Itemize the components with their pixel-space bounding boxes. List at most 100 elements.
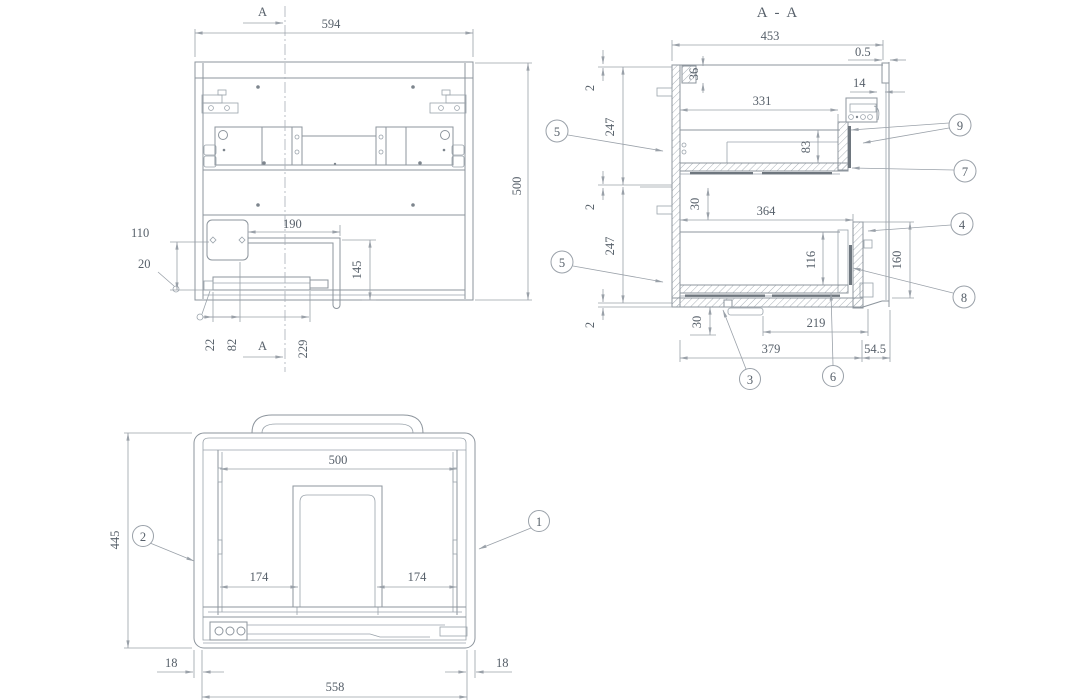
section-marker-bottom: A bbox=[258, 339, 267, 353]
svg-text:5: 5 bbox=[554, 125, 560, 139]
svg-text:331: 331 bbox=[753, 94, 772, 108]
svg-text:8: 8 bbox=[961, 291, 967, 305]
balloon-2: 2 bbox=[132, 525, 195, 562]
section-marker-top: A bbox=[258, 5, 267, 19]
svg-text:145: 145 bbox=[350, 261, 364, 280]
dim-box-offset: 110 bbox=[131, 226, 209, 291]
bottom-bracket bbox=[859, 282, 874, 298]
dim-plan-inner-width: 500 bbox=[219, 453, 458, 471]
dim-front-height: 500 bbox=[475, 62, 532, 301]
lower-drawer-section bbox=[679, 221, 874, 309]
svg-text:2: 2 bbox=[583, 204, 597, 210]
svg-text:2: 2 bbox=[583, 85, 597, 91]
svg-text:219: 219 bbox=[807, 316, 826, 330]
section-cut-line: A A bbox=[243, 5, 286, 372]
section-left-wall bbox=[671, 64, 681, 308]
balloon-7: 7 bbox=[851, 159, 977, 183]
balloon-8: 8 bbox=[852, 267, 976, 309]
upper-drawer-section bbox=[679, 121, 851, 175]
svg-text:247: 247 bbox=[603, 237, 617, 256]
svg-text:20: 20 bbox=[138, 257, 151, 271]
dim-bottom-offset: 30 bbox=[690, 306, 716, 336]
dim-lower-height: 116 bbox=[804, 231, 825, 286]
leader-drop bbox=[172, 285, 180, 293]
balloon-1: 1 bbox=[478, 510, 550, 550]
svg-text:500: 500 bbox=[329, 453, 348, 467]
svg-text:558: 558 bbox=[326, 680, 345, 694]
svg-text:2: 2 bbox=[140, 530, 146, 544]
svg-text:1: 1 bbox=[536, 515, 542, 529]
balloon-4: 4 bbox=[867, 212, 974, 236]
side-panels bbox=[217, 450, 458, 615]
balloon-5a: 5 bbox=[545, 119, 664, 152]
svg-text:5: 5 bbox=[559, 256, 565, 270]
svg-text:83: 83 bbox=[799, 141, 813, 154]
dim-left-chain: 2 247 2 247 2 bbox=[583, 50, 672, 328]
svg-text:500: 500 bbox=[510, 177, 524, 196]
section-bottom-rail bbox=[671, 297, 889, 316]
handle-outline bbox=[251, 414, 424, 434]
conduit-pipe bbox=[248, 237, 341, 309]
svg-text:4: 4 bbox=[959, 218, 966, 232]
dim-rail: 219 bbox=[762, 309, 869, 336]
dim-block-36: 36 bbox=[687, 56, 705, 93]
svg-text:594: 594 bbox=[322, 17, 342, 31]
dim-plan-depth: 445 bbox=[108, 432, 192, 649]
plan-cabinet-outline bbox=[193, 432, 476, 649]
dim-gap-side: 14 bbox=[850, 76, 905, 94]
svg-text:7: 7 bbox=[962, 165, 968, 179]
svg-text:247: 247 bbox=[603, 118, 617, 137]
dim-lower-offset: 30 bbox=[688, 187, 710, 221]
hinge-bracket-right bbox=[429, 89, 467, 114]
dim-upper-height: 83 bbox=[799, 129, 820, 164]
drawer-slide-assembly bbox=[203, 126, 465, 168]
screw-dots bbox=[256, 85, 422, 207]
dim-conduit-length: 190 bbox=[247, 217, 341, 236]
svg-text:364: 364 bbox=[757, 204, 777, 218]
balloon-6: 6 bbox=[822, 292, 844, 387]
section-view: A - A bbox=[545, 5, 977, 390]
svg-text:9: 9 bbox=[957, 119, 963, 133]
balloon-5b: 5 bbox=[550, 250, 664, 283]
svg-text:453: 453 bbox=[761, 29, 780, 43]
svg-text:229: 229 bbox=[296, 340, 310, 359]
junction-box bbox=[206, 219, 249, 261]
svg-text:14: 14 bbox=[853, 76, 866, 90]
dim-ordinate-row: 22 82 229 bbox=[203, 262, 311, 359]
svg-text:36: 36 bbox=[687, 68, 701, 81]
dim-plan-base: 18 18 558 bbox=[157, 650, 512, 700]
hinge-bracket-left bbox=[201, 89, 239, 114]
dim-section-overall: 453 bbox=[671, 29, 884, 61]
svg-text:22: 22 bbox=[203, 339, 217, 352]
svg-text:6: 6 bbox=[830, 370, 836, 384]
svg-text:54.5: 54.5 bbox=[864, 342, 886, 356]
svg-text:3: 3 bbox=[747, 373, 753, 387]
dim-front-width: 594 bbox=[194, 17, 474, 57]
svg-text:110: 110 bbox=[131, 226, 149, 240]
svg-text:30: 30 bbox=[690, 316, 704, 329]
svg-text:82: 82 bbox=[225, 339, 239, 352]
dim-front-panel: 160 bbox=[855, 221, 914, 299]
svg-text:160: 160 bbox=[890, 251, 904, 270]
dim-clip: 20 bbox=[138, 257, 175, 287]
svg-text:174: 174 bbox=[408, 570, 428, 584]
balloon-3: 3 bbox=[722, 309, 761, 390]
svg-text:18: 18 bbox=[165, 656, 178, 670]
svg-text:379: 379 bbox=[762, 342, 781, 356]
front-cabinet-outline bbox=[194, 61, 474, 301]
front-view: A A 594 500 110 20 bbox=[131, 5, 532, 372]
section-title: A - A bbox=[757, 5, 800, 21]
svg-text:445: 445 bbox=[108, 531, 122, 550]
plan-view: 500 174 174 445 18 18 bbox=[108, 414, 550, 700]
dim-upper-inner: 331 bbox=[679, 94, 839, 124]
central-cutout bbox=[292, 485, 383, 615]
svg-text:2: 2 bbox=[583, 322, 597, 328]
svg-text:116: 116 bbox=[804, 251, 818, 269]
svg-text:18: 18 bbox=[496, 656, 509, 670]
datum-circle bbox=[196, 313, 204, 321]
svg-text:190: 190 bbox=[283, 217, 302, 231]
balloon-9: 9 bbox=[850, 113, 972, 144]
dim-gap-top: 0.5 bbox=[848, 45, 906, 62]
